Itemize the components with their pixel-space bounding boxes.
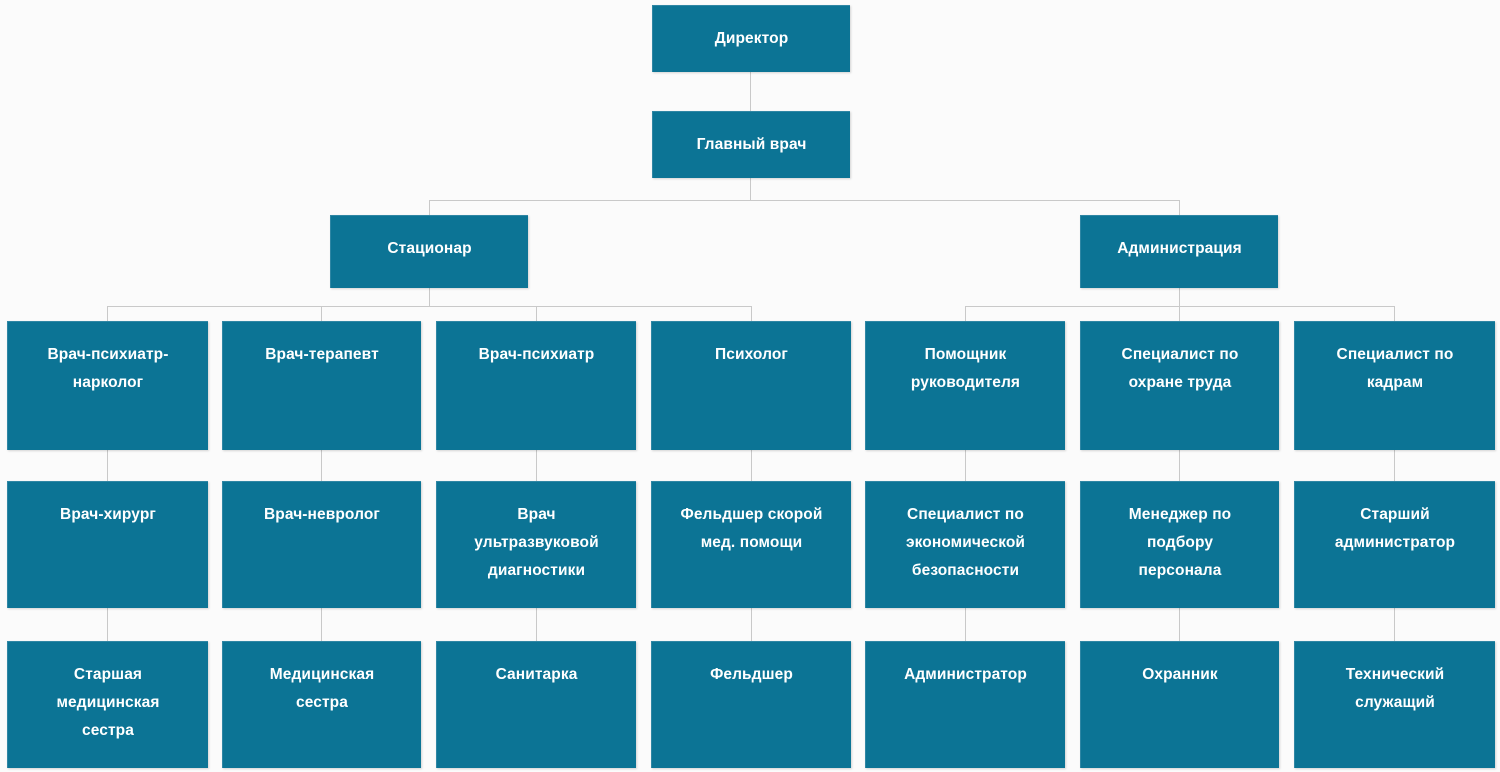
connector-r3c7-r4c7 [1394, 450, 1395, 482]
node-head-nurse[interactable]: Старшая медицинская сестра [7, 641, 208, 768]
connector-r3c4-r4c4 [751, 450, 752, 482]
node-director[interactable]: Директор [652, 5, 850, 72]
node-senior-administrator[interactable]: Старший администратор [1294, 481, 1495, 608]
connector-administration-bus [965, 306, 1395, 307]
connector-hospital-child-2 [321, 306, 322, 322]
connector-r4c1-r5c1 [107, 608, 108, 642]
connector-level3-bus [429, 200, 1180, 201]
node-hospital[interactable]: Стационар [330, 215, 528, 288]
connector-r4c7-r5c7 [1394, 608, 1395, 642]
connector-hospital-child-3 [536, 306, 537, 322]
connector-r4c3-r5c3 [536, 608, 537, 642]
node-security-guard[interactable]: Охранник [1080, 641, 1279, 768]
connector-r3c3-r4c3 [536, 450, 537, 482]
connector-bus-administration [1179, 200, 1180, 216]
connector-administration-child-1 [965, 306, 966, 322]
node-labor-safety-specialist[interactable]: Специалист по охране труда [1080, 321, 1279, 450]
connector-r3c6-r4c6 [1179, 450, 1180, 482]
connector-r3c1-r4c1 [107, 450, 108, 482]
node-nurse[interactable]: Медицинская сестра [222, 641, 421, 768]
node-psychiatrist-narcologist[interactable]: Врач-психиатр- нарколог [7, 321, 208, 450]
connector-administration-child-3 [1394, 306, 1395, 322]
node-technical-staff[interactable]: Технический служащий [1294, 641, 1495, 768]
connector-r4c5-r5c5 [965, 608, 966, 642]
node-emergency-paramedic[interactable]: Фельдшер скорой мед. помощи [651, 481, 851, 608]
connector-hospital-child-1 [107, 306, 108, 322]
node-recruitment-manager[interactable]: Менеджер по подбору персонала [1080, 481, 1279, 608]
connector-administration-down [1179, 288, 1180, 307]
node-paramedic[interactable]: Фельдшер [651, 641, 851, 768]
connector-director-chief [750, 72, 751, 112]
node-economic-security-specialist[interactable]: Специалист по экономической безопасности [865, 481, 1065, 608]
node-neurologist[interactable]: Врач-невролог [222, 481, 421, 608]
node-therapist[interactable]: Врач-терапевт [222, 321, 421, 450]
node-surgeon[interactable]: Врач-хирург [7, 481, 208, 608]
node-ultrasound-doctor[interactable]: Врач ультразвуковой диагностики [436, 481, 636, 608]
connector-r3c5-r4c5 [965, 450, 966, 482]
connector-hospital-down [429, 288, 430, 307]
connector-r4c6-r5c6 [1179, 608, 1180, 642]
node-administrator[interactable]: Администратор [865, 641, 1065, 768]
node-psychiatrist[interactable]: Врач-психиатр [436, 321, 636, 450]
connector-chief-down [750, 178, 751, 201]
connector-r4c2-r5c2 [321, 608, 322, 642]
node-orderly[interactable]: Санитарка [436, 641, 636, 768]
connector-hospital-bus [107, 306, 752, 307]
connector-bus-hospital [429, 200, 430, 216]
node-psychologist[interactable]: Психолог [651, 321, 851, 450]
node-administration[interactable]: Администрация [1080, 215, 1278, 288]
node-assistant-manager[interactable]: Помощник руководителя [865, 321, 1065, 450]
node-chief-doctor[interactable]: Главный врач [652, 111, 850, 178]
connector-r3c2-r4c2 [321, 450, 322, 482]
node-hr-specialist[interactable]: Специалист по кадрам [1294, 321, 1495, 450]
connector-r4c4-r5c4 [751, 608, 752, 642]
connector-hospital-child-4 [751, 306, 752, 322]
connector-administration-child-2 [1179, 306, 1180, 322]
